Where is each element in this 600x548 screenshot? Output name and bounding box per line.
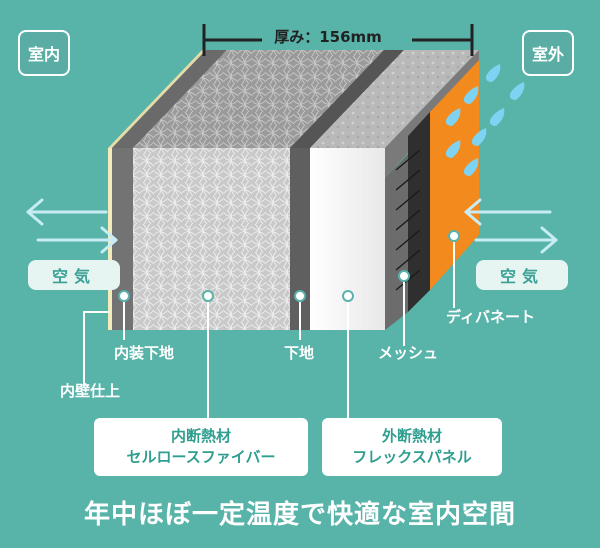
air-arrows-right-icon: [464, 198, 558, 254]
thickness-dimension: [202, 24, 474, 56]
headline: 年中ほぼ一定温度で快適な室内空間: [83, 500, 516, 530]
leader-lines: [83, 236, 455, 418]
thickness-label: 厚み：156mm: [274, 28, 382, 46]
outer-insulation-material: フレックスパネル: [352, 448, 472, 466]
mesh-side: [408, 112, 430, 312]
mesh-texture: [395, 149, 421, 291]
finish-layer: [430, 60, 479, 290]
indoor-badge: 室内: [18, 30, 70, 76]
outer-insulation-title: 外断熱材: [381, 427, 442, 445]
air-badge-right: 空気: [476, 260, 568, 290]
outer-insulation-box: 外断熱材 フレックスパネル: [322, 418, 502, 476]
cellulose-front: [133, 148, 290, 330]
air-badge-left: 空気: [28, 260, 120, 290]
foam-edge: [385, 154, 408, 330]
base-top: [290, 50, 404, 148]
interior-wall-finish-label: 内壁仕上: [60, 382, 121, 400]
leader-dots: [118, 230, 460, 302]
outdoor-badge: 室外: [522, 30, 574, 76]
inner-insulation-title: 内断熱材: [170, 427, 231, 445]
finish-label: ディバネート: [446, 308, 535, 326]
inner-insulation-box: 内断熱材 セルロースファイバー: [94, 418, 308, 476]
base-label: 下地: [284, 344, 315, 362]
base-front: [290, 148, 310, 330]
water-drops-icon: [445, 64, 525, 176]
wall-finish-top: [108, 50, 206, 148]
mesh-label: メッシュ: [378, 344, 439, 362]
foam-top: [310, 50, 479, 148]
air-arrows-left-icon: [26, 198, 118, 254]
cellulose-top: [133, 50, 384, 148]
interior-base-top: [112, 50, 227, 148]
inner-insulation-material: セルロースファイバー: [126, 448, 276, 466]
interior-base-label: 内装下地: [114, 344, 175, 362]
